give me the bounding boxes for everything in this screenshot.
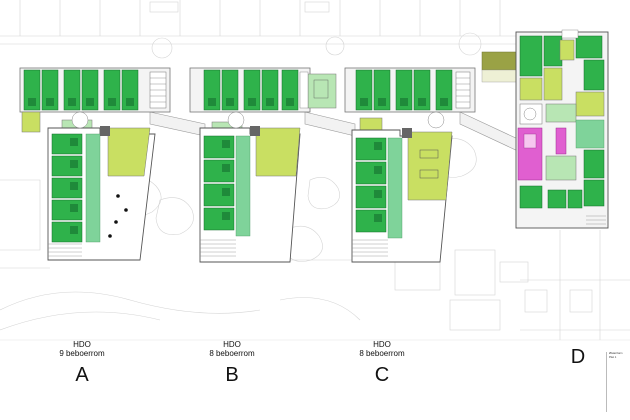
wing-a-label: HDO 9 beboerrom A: [52, 340, 112, 386]
wing-d-label: D: [548, 340, 608, 368]
wing-a-type: HDO: [73, 340, 91, 349]
wing-a-rooms: 9 beboerrom: [59, 349, 105, 358]
wing-b-label: HDO 8 beboerrom B: [202, 340, 262, 386]
wing-c-rooms: 8 beboerrom: [359, 349, 405, 358]
wing-b-plan: [189, 67, 337, 263]
wing-a-letter: A: [75, 364, 89, 386]
title-block-line: Plan 1: [609, 356, 617, 359]
olive-link-lower: [481, 69, 519, 83]
wing-a-plan: [19, 67, 171, 261]
connector-corridors: [149, 111, 521, 153]
olive-link: [481, 51, 519, 71]
site-context: [0, 0, 630, 340]
wing-b-letter: B: [225, 364, 239, 386]
title-block-line: Ølstad barn: [609, 352, 623, 355]
wing-d-plan: [515, 29, 609, 229]
drawing-title-block: Ølstad barn Plan 1: [606, 352, 629, 412]
wing-b-rooms: 8 beboerrom: [209, 349, 255, 358]
wing-c-letter: C: [374, 364, 390, 386]
wing-c-label: HDO 8 beboerrom C: [352, 340, 412, 386]
wing-c-plan: [344, 67, 476, 263]
wing-d-letter: D: [570, 346, 586, 368]
wing-c-type: HDO: [373, 340, 391, 349]
wing-b-type: HDO: [223, 340, 241, 349]
